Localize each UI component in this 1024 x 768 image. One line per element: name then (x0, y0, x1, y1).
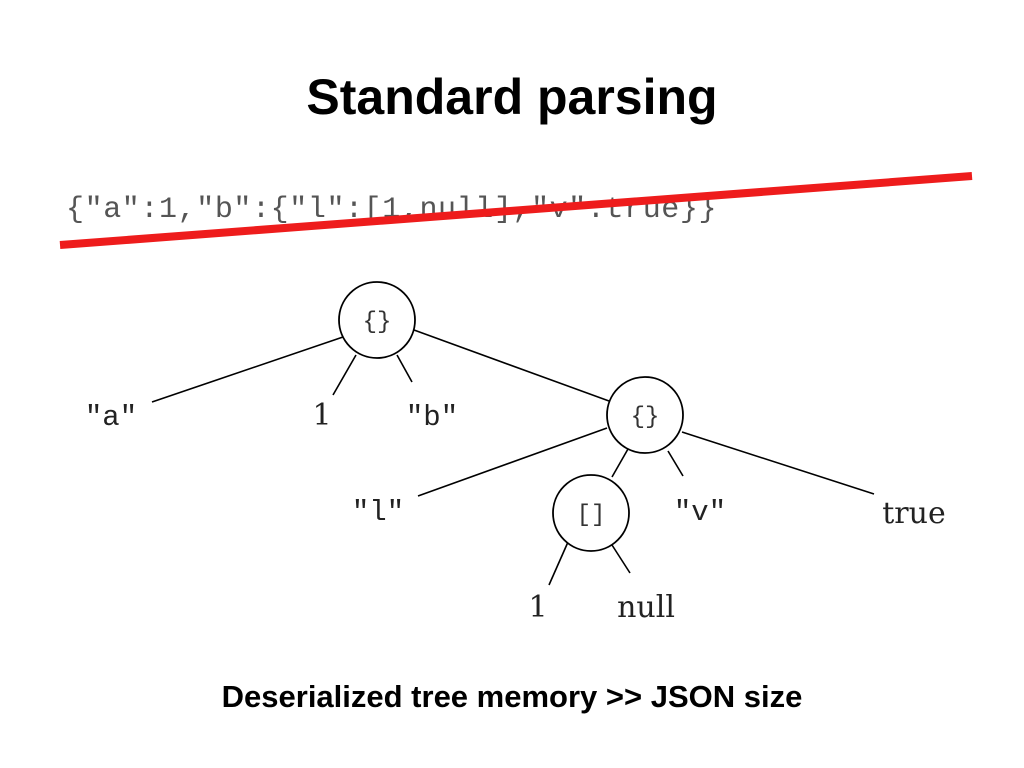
leaf-key-v: "v" (674, 496, 726, 529)
leaf-key-a: "a" (85, 401, 137, 434)
array-label: [] (577, 502, 606, 529)
leaf-array-value-null: null (617, 590, 675, 625)
slide-caption: Deserialized tree memory >> JSON size (221, 679, 803, 714)
leaf-array-value-1: 1 (528, 590, 547, 625)
leaf-key-b: "b" (406, 401, 458, 434)
root-object-node: {} (338, 281, 416, 359)
edge-object-to-key-l (417, 427, 608, 497)
edge-array-to-null (611, 544, 631, 574)
edge-root-to-key-a (151, 336, 344, 403)
nested-object-node: {} (606, 376, 684, 454)
array-node: [] (552, 474, 630, 552)
leaf-value-1: 1 (312, 398, 331, 433)
edge-object-to-true (681, 431, 875, 495)
edge-root-to-key-b (396, 354, 413, 383)
slide-title: Standard parsing (306, 69, 718, 125)
leaf-value-true: true (882, 496, 945, 531)
edge-object-to-key-v (667, 450, 684, 477)
edge-root-to-nested-object (413, 329, 610, 402)
leaf-key-l: "l" (352, 496, 404, 529)
edge-array-to-value-1 (548, 541, 569, 586)
edge-object-to-array (611, 448, 629, 478)
root-object-label: {} (363, 309, 392, 336)
nested-object-label: {} (631, 404, 660, 431)
strikethrough-line (59, 172, 973, 249)
edge-root-to-value-1 (332, 354, 357, 396)
